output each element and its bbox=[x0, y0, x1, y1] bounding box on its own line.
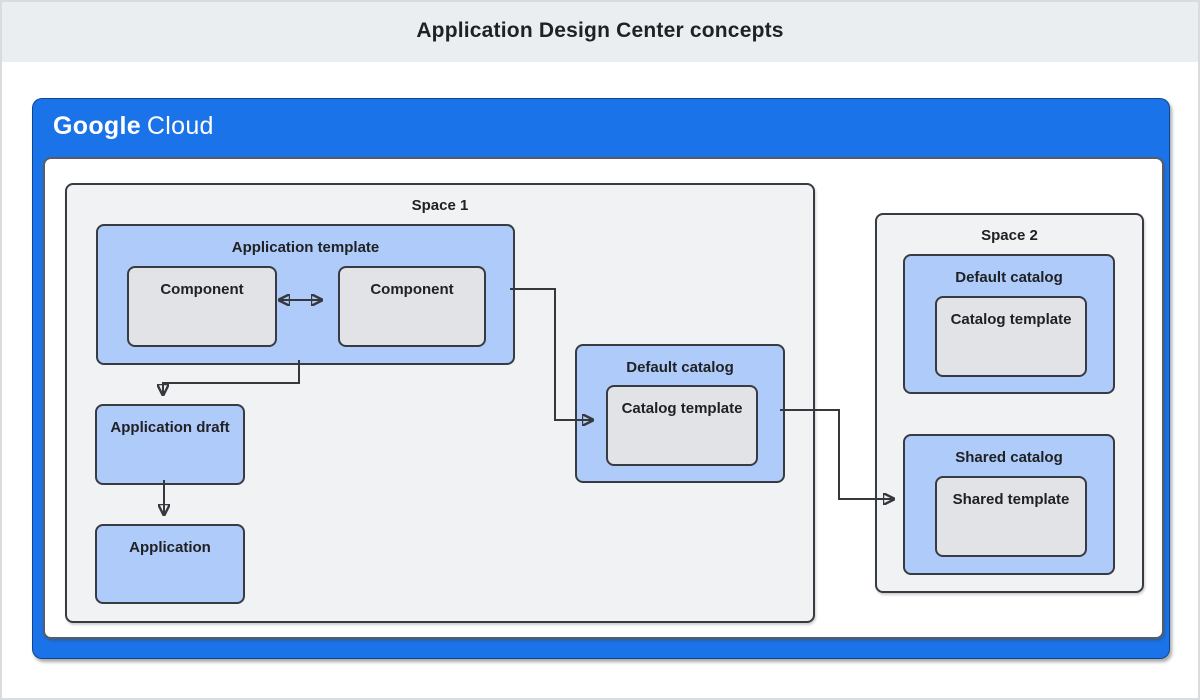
application-box: Application bbox=[95, 524, 245, 604]
space2-label: Space 2 bbox=[981, 227, 1038, 244]
shared-template-label: Shared template bbox=[952, 491, 1070, 508]
space2-catalog-template-label: Catalog template bbox=[950, 311, 1072, 328]
page-title: Application Design Center concepts bbox=[416, 19, 784, 42]
brand-google: Google bbox=[53, 112, 141, 140]
cloud-inner-canvas: Space 1 Application template Component C… bbox=[43, 157, 1164, 639]
space1-label: Space 1 bbox=[411, 197, 469, 214]
space2-default-catalog-box: Default catalog Catalog template bbox=[903, 254, 1115, 394]
space2-catalog-template-box: Catalog template bbox=[935, 296, 1087, 377]
component-box-1: Component bbox=[127, 266, 277, 347]
application-draft-label: Application draft bbox=[110, 419, 230, 436]
space2-default-catalog-label: Default catalog bbox=[955, 269, 1063, 286]
space1-catalog-template-label: Catalog template bbox=[621, 400, 743, 417]
space1-default-catalog-box: Default catalog Catalog template bbox=[575, 344, 785, 483]
shared-template-box: Shared template bbox=[935, 476, 1087, 557]
title-banner: Application Design Center concepts bbox=[0, 0, 1200, 62]
space2-box: Space 2 Default catalog Catalog template… bbox=[875, 213, 1144, 593]
application-template-box: Application template Component Component bbox=[96, 224, 515, 365]
component-box-2: Component bbox=[338, 266, 486, 347]
space1-catalog-template-box: Catalog template bbox=[606, 385, 758, 466]
space1-box: Space 1 Application template Component C… bbox=[65, 183, 815, 623]
shared-catalog-box: Shared catalog Shared template bbox=[903, 434, 1115, 575]
application-template-label: Application template bbox=[231, 239, 380, 256]
brand-cloud: Cloud bbox=[146, 112, 214, 140]
component-2-label: Component bbox=[370, 281, 454, 298]
shared-catalog-label: Shared catalog bbox=[955, 449, 1063, 466]
space1-default-catalog-label: Default catalog bbox=[626, 359, 734, 376]
component-1-label: Component bbox=[160, 281, 244, 298]
application-label: Application bbox=[129, 539, 211, 556]
application-draft-box: Application draft bbox=[95, 404, 245, 485]
